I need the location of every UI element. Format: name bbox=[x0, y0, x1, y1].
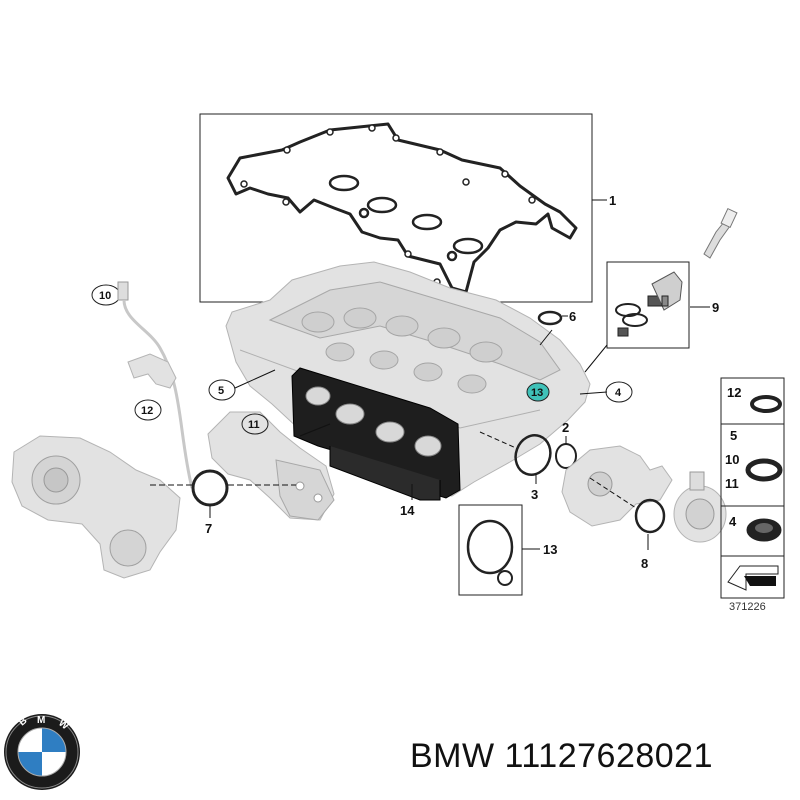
legend-5: 5 bbox=[730, 428, 737, 443]
injector-seal-box bbox=[606, 261, 690, 349]
injector bbox=[703, 207, 738, 259]
label-13-highlight bbox=[526, 382, 550, 402]
seal-8 bbox=[634, 498, 666, 534]
label-10: 10 bbox=[99, 290, 111, 302]
svg-text:M: M bbox=[37, 715, 45, 726]
exhaust-manifold bbox=[207, 411, 335, 521]
label-13-box: 13 bbox=[543, 542, 557, 557]
coolant-pipe-12 bbox=[127, 353, 177, 389]
seal-7 bbox=[191, 469, 229, 507]
label-6: 6 bbox=[569, 309, 576, 324]
label-12: 12 bbox=[141, 405, 153, 417]
legend-12: 12 bbox=[727, 385, 741, 400]
label-7: 7 bbox=[205, 521, 212, 536]
legend-4: 4 bbox=[729, 514, 737, 529]
label-12-circle bbox=[134, 399, 162, 421]
vacuum-pump bbox=[673, 471, 727, 543]
part-caption: BMW 11127628021 bbox=[410, 737, 713, 775]
label-11-circle bbox=[241, 413, 269, 435]
seal-6 bbox=[537, 310, 563, 326]
label-4: 4 bbox=[615, 387, 622, 399]
legend-10: 10 bbox=[725, 452, 739, 467]
seal-set-13-box bbox=[458, 504, 523, 596]
label-13: 13 bbox=[531, 387, 543, 399]
turbocharger bbox=[11, 435, 181, 579]
legend-11: 11 bbox=[725, 476, 739, 491]
label-9: 9 bbox=[712, 300, 719, 315]
label-14: 14 bbox=[400, 503, 415, 518]
breather-hose bbox=[117, 281, 194, 489]
coolant-housing bbox=[561, 445, 673, 527]
label-11: 11 bbox=[248, 419, 260, 431]
label-5: 5 bbox=[218, 385, 224, 397]
legend-arrow-icon bbox=[727, 565, 779, 591]
label-8: 8 bbox=[641, 556, 648, 571]
label-2: 2 bbox=[562, 420, 569, 435]
injector-seal-kit bbox=[615, 271, 683, 337]
seal-3 bbox=[514, 434, 552, 476]
label-4-circle bbox=[605, 381, 633, 403]
reference-number: 371226 bbox=[729, 601, 766, 613]
gasket-bolt-holes bbox=[240, 124, 536, 286]
seal-13-large bbox=[466, 519, 514, 575]
label-3: 3 bbox=[531, 487, 538, 502]
label-5-circle bbox=[208, 379, 236, 401]
seal-13-small bbox=[497, 570, 513, 586]
valve-cover-gasket bbox=[226, 122, 578, 294]
label-1: 1 bbox=[609, 193, 616, 208]
bmw-roundel-logo: B M W bbox=[4, 714, 80, 790]
valve-cover-seals bbox=[328, 174, 484, 262]
legend-panel: 12 5 10 11 4 bbox=[720, 377, 785, 599]
